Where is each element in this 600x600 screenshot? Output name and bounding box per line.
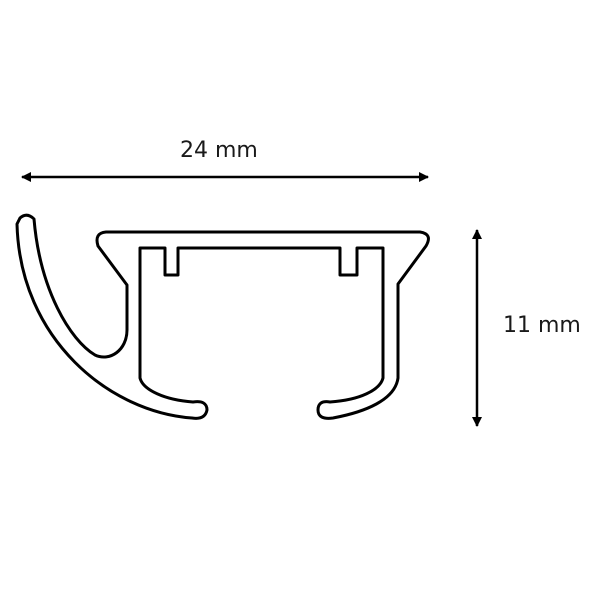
rail-profile-outline — [15, 213, 430, 420]
height-label: 11 mm — [503, 313, 581, 338]
width-label: 24 mm — [180, 138, 258, 163]
